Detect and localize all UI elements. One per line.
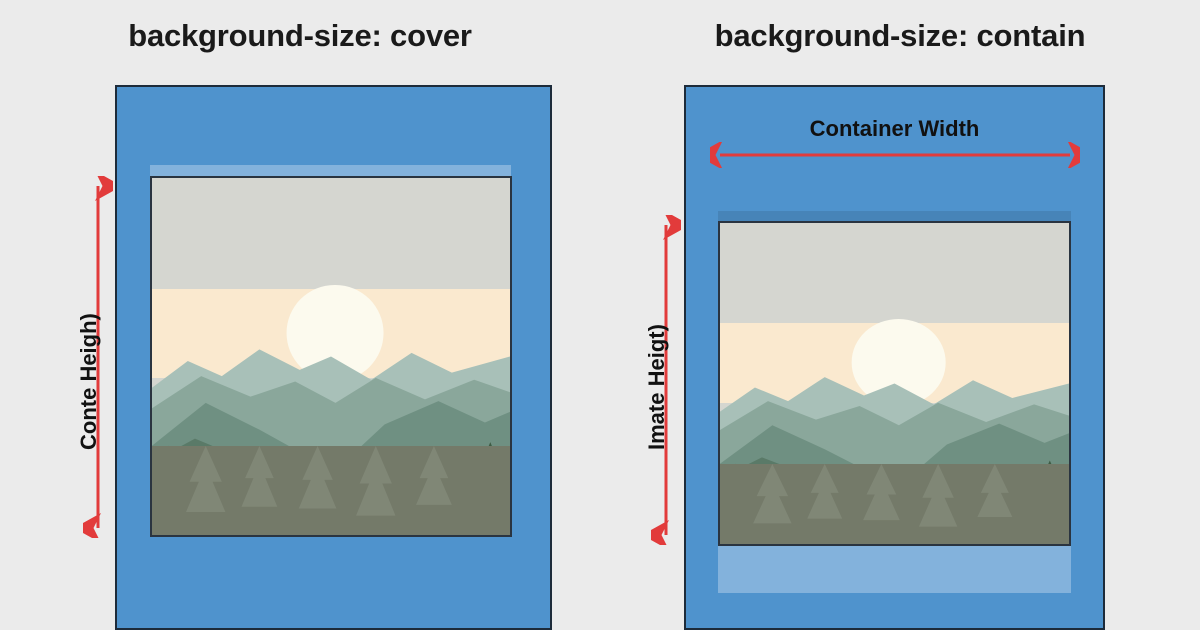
container-width-arrow — [710, 142, 1080, 168]
image-height-label: Imate Heigt) — [644, 324, 669, 450]
image-height-arrow — [651, 215, 681, 545]
container-height-arrow — [83, 176, 113, 538]
background-image-cover — [150, 176, 512, 537]
water-veil — [152, 445, 510, 535]
container-height-label: Conte Heigh) — [76, 313, 101, 450]
background-image-contain — [718, 221, 1071, 546]
water-veil — [720, 463, 1069, 544]
sky-band-gray — [720, 223, 1069, 323]
panel-title-cover: background-size: cover — [128, 18, 472, 53]
landscape-scene-contain — [720, 223, 1069, 544]
letterbox-band-top-contain — [718, 211, 1071, 221]
letterbox-band-top-cover — [150, 165, 511, 179]
panel-title-contain: background-size: contain — [714, 18, 1086, 53]
letterbox-band-bottom-contain — [718, 546, 1071, 593]
sky-band-gray — [152, 178, 510, 289]
landscape-scene-cover — [152, 178, 510, 535]
container-width-label: Container Width — [809, 116, 980, 141]
